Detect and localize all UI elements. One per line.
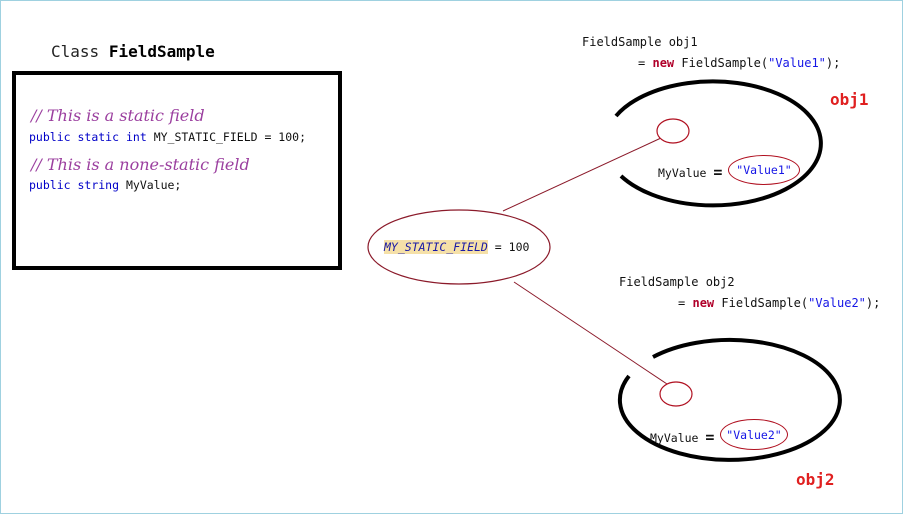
kw-string: string	[77, 178, 120, 192]
class-title: Class FieldSample	[51, 42, 215, 61]
obj1-assign-eq: =	[638, 56, 646, 70]
obj2-field-eq: =	[705, 428, 715, 446]
obj1-field-eq: =	[713, 163, 723, 181]
obj1-end: );	[825, 56, 841, 70]
obj2-ellipse	[617, 337, 842, 462]
static-field-declaration: public static int MY_STATIC_FIELD = 100;	[29, 130, 306, 144]
comment-nonstatic: // This is a none-static field	[31, 155, 250, 174]
obj2-field-value: "Value2"	[720, 419, 788, 450]
obj1-new-keyword: new	[652, 56, 675, 70]
kw-int: int	[125, 130, 147, 144]
obj1-constructor-call: = new FieldSample("Value1");	[638, 56, 840, 70]
obj2-field-name: MyValue =	[650, 428, 714, 446]
class-box	[12, 71, 342, 270]
obj1-ellipse	[614, 79, 823, 208]
comment-static: // This is a static field	[31, 106, 205, 125]
instance-field-declaration: public string MyValue;	[29, 178, 181, 192]
obj2-ref-circle	[659, 381, 693, 407]
obj2-constructor-call: = new FieldSample("Value2");	[678, 296, 880, 310]
class-title-prefix: Class	[51, 42, 100, 61]
static-decl-rest: MY_STATIC_FIELD = 100;	[153, 130, 307, 144]
obj2-end: );	[865, 296, 881, 310]
obj1-arg: "Value1"	[768, 56, 826, 70]
obj1-ref-circle	[656, 118, 690, 144]
kw-public: public	[29, 130, 71, 144]
obj1-field-name: MyValue =	[658, 163, 722, 181]
connector-obj2	[513, 281, 668, 385]
obj2-arg: "Value2"	[808, 296, 866, 310]
kw-public-2: public	[29, 178, 71, 192]
obj2-field-name-text: MyValue	[650, 431, 699, 445]
static-field-name: MY_STATIC_FIELD	[384, 240, 488, 254]
class-title-name: FieldSample	[108, 42, 215, 61]
connector-obj1	[502, 137, 662, 212]
obj2-new-keyword: new	[692, 296, 715, 310]
obj1-label: obj1	[830, 90, 869, 109]
obj1-field-name-text: MyValue	[658, 166, 707, 180]
kw-static: static	[77, 130, 120, 144]
obj2-assign-eq: =	[678, 296, 686, 310]
static-field-ellipse	[367, 209, 551, 285]
obj2-label: obj2	[796, 470, 835, 489]
instance-decl-rest: MyValue;	[125, 178, 182, 192]
obj1-field-value: "Value1"	[728, 155, 800, 185]
obj1-declaration: FieldSample obj1	[582, 35, 698, 49]
static-field-label: MY_STATIC_FIELD = 100	[384, 240, 529, 254]
obj2-class-call: FieldSample(	[721, 296, 809, 310]
static-field-value: = 100	[494, 240, 530, 254]
obj1-class-call: FieldSample(	[681, 56, 769, 70]
obj2-declaration: FieldSample obj2	[619, 275, 735, 289]
